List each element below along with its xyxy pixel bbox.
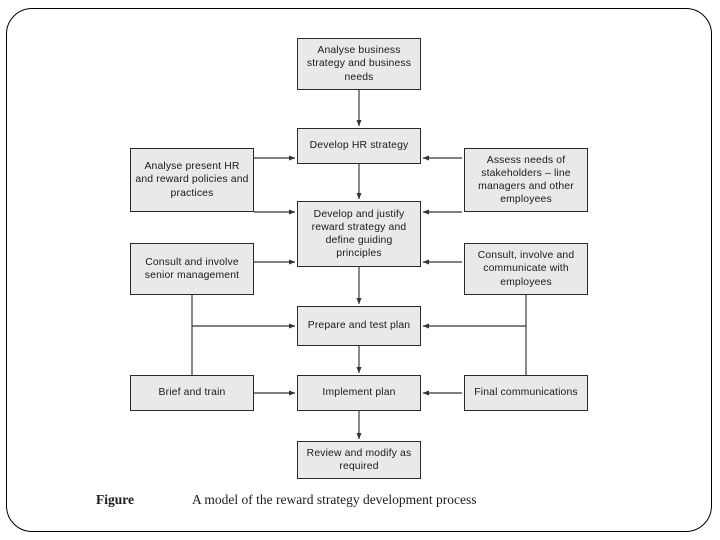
node-consult-involve-senior-management[interactable]: Consult and involve senior management [130, 243, 254, 295]
node-analyse-business-strategy[interactable]: Analyse business strategy and business n… [297, 38, 421, 90]
node-label: Brief and train [158, 387, 226, 399]
node-label: Prepare and test plan [307, 320, 411, 332]
figure-caption: Figure A model of the reward strategy de… [96, 492, 616, 514]
node-label: Consult and involve senior management [144, 256, 240, 281]
node-label: Develop HR strategy [309, 140, 409, 152]
node-develop-justify-reward-strategy[interactable]: Develop and justify reward strategy and … [297, 201, 421, 267]
node-analyse-present-hr-reward-policies[interactable]: Analyse present HR and reward policies a… [130, 148, 254, 212]
node-label: Implement plan [322, 387, 396, 399]
node-develop-hr-strategy[interactable]: Develop HR strategy [297, 128, 421, 164]
node-prepare-and-test-plan[interactable]: Prepare and test plan [297, 306, 421, 346]
node-label: Develop and justify reward strategy and … [311, 208, 407, 260]
node-final-communications[interactable]: Final communications [464, 375, 588, 411]
figure-caption-label: Figure [96, 492, 134, 507]
node-label: Review and modify as required [306, 447, 412, 472]
node-label: Analyse business strategy and business n… [306, 45, 412, 83]
figure-caption-text: A model of the reward strategy developme… [192, 492, 477, 507]
node-label: Consult, involve and communicate with em… [477, 250, 575, 288]
node-implement-plan[interactable]: Implement plan [297, 375, 421, 411]
node-label: Analyse present HR and reward policies a… [135, 161, 249, 199]
node-consult-involve-communicate-employees[interactable]: Consult, involve and communicate with em… [464, 243, 588, 295]
node-label: Final communications [474, 387, 578, 399]
node-label: Assess needs of stakeholders – line mana… [478, 154, 574, 206]
node-brief-and-train[interactable]: Brief and train [130, 375, 254, 411]
node-assess-needs-of-stakeholders[interactable]: Assess needs of stakeholders – line mana… [464, 148, 588, 212]
node-review-and-modify-as-required[interactable]: Review and modify as required [297, 441, 421, 479]
